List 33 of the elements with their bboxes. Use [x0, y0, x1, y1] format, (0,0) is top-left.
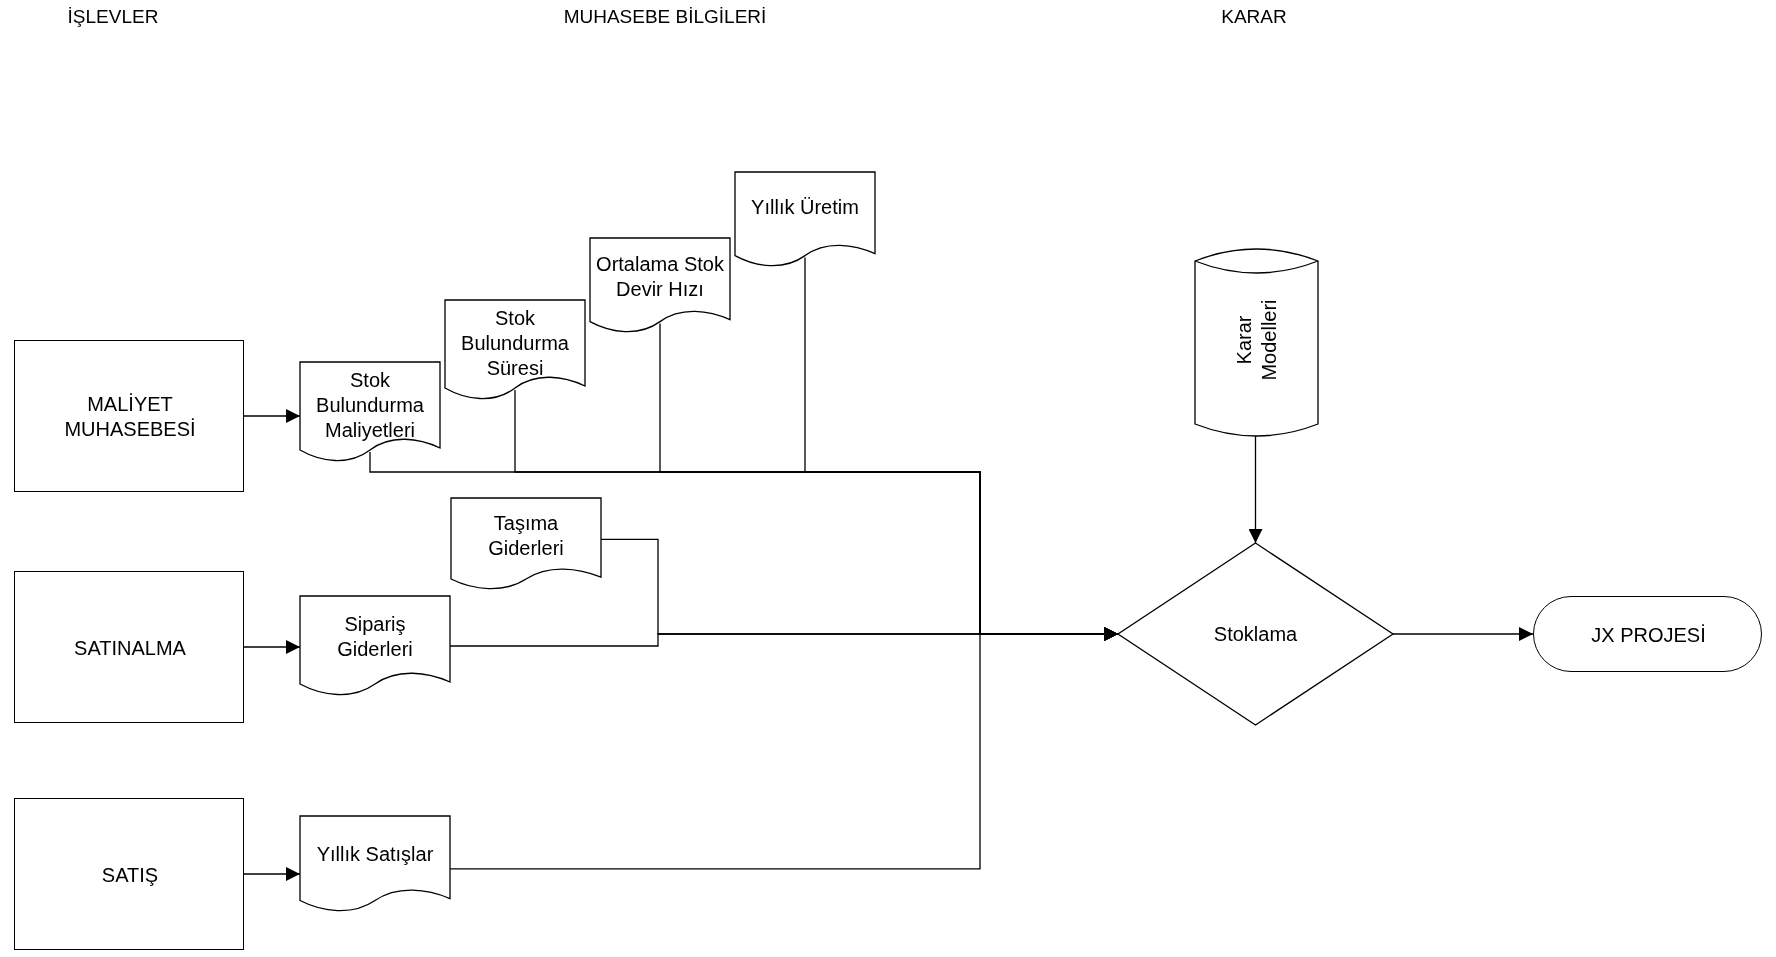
- process-box: [14, 571, 244, 723]
- node-label: Yıllık Üretim: [750, 194, 860, 220]
- node-label: Sipariş Giderleri: [336, 612, 414, 662]
- node-label: Stok Bulundurma Maliyetleri: [315, 367, 425, 443]
- connector-arrow: [243, 409, 301, 423]
- node-label: Ortalama Stok Devir Hızı: [595, 252, 725, 302]
- document-shape: [590, 238, 730, 333]
- document-shape: [300, 596, 450, 696]
- process-box: [14, 798, 244, 950]
- node-label: SATINALMA: [73, 635, 187, 661]
- document-shape: [451, 498, 601, 590]
- node-label: JX PROJESİ: [1590, 622, 1707, 648]
- node-label: SATIŞ: [100, 862, 160, 888]
- node-label: Stoklama: [1212, 621, 1299, 647]
- node-label: Yıllık Satışlar: [315, 841, 435, 867]
- process-box: [14, 340, 244, 492]
- column-heading: İŞLEVLER: [67, 6, 159, 28]
- node-label: MALİYET MUHASEBESİ: [63, 392, 197, 442]
- node-label: Karar Modelleri: [1231, 297, 1281, 383]
- document-shape: [445, 300, 585, 400]
- document-shape: [300, 362, 440, 462]
- connector-arrow: [1248, 435, 1263, 544]
- decision-diamond: [1118, 543, 1393, 725]
- column-heading: MUHASEBE BİLGİLERİ: [563, 6, 767, 28]
- connector-arrow: [1392, 627, 1534, 641]
- document-shape: [735, 172, 875, 267]
- column-heading: KARAR: [1221, 6, 1287, 28]
- node-label: Taşıma Giderleri: [487, 511, 565, 561]
- database-cylinder: [1195, 249, 1318, 436]
- node-label: Stok Bulundurma Süresi: [460, 305, 570, 381]
- document-shape: [300, 816, 450, 912]
- connector-arrow: [243, 867, 301, 881]
- connector-arrow: [243, 640, 301, 654]
